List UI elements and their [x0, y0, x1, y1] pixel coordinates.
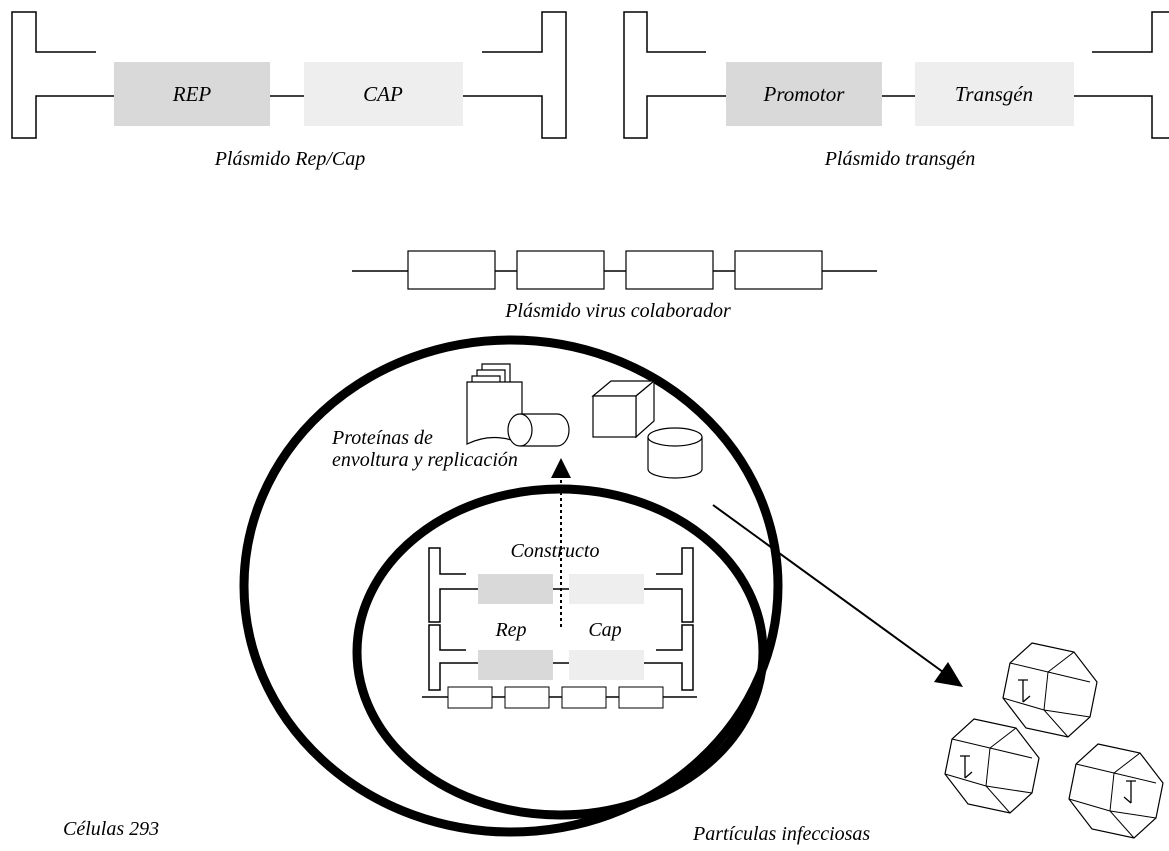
helper-gene-box — [561, 686, 607, 709]
viral-particle-icon — [944, 718, 1040, 814]
right-itr-shape — [1074, 11, 1169, 139]
left-itr-shape — [11, 11, 114, 139]
rep-gene-box — [478, 650, 553, 680]
construct-upper — [428, 547, 694, 623]
left-itr-shape — [428, 624, 478, 691]
helper-gene-box — [618, 686, 664, 709]
cap-gene-box — [569, 650, 644, 680]
rep-gene-label: REP — [172, 82, 212, 106]
cap-gene-label: CAP — [363, 82, 403, 106]
cylinder-horizontal-icon — [507, 413, 570, 447]
arrow-head-icon — [934, 662, 963, 687]
rep-label: Rep — [494, 619, 526, 641]
cells-293-label: Células 293 — [63, 818, 159, 840]
protein-shapes — [466, 363, 703, 479]
proteins-label-line2: envoltura y replicación — [332, 449, 518, 471]
stacked-sheets-icon — [466, 363, 523, 445]
rep-gene-box — [114, 62, 270, 126]
left-itr-shape — [428, 547, 478, 623]
helper-plasmid: Plásmido virus colaborador — [352, 250, 877, 322]
cap-label: Cap — [588, 619, 621, 641]
viral-particle-icon — [1068, 743, 1164, 839]
helper-gene-box — [407, 250, 496, 290]
helper-plasmid-caption: Plásmido virus colaborador — [504, 300, 731, 322]
right-itr-shape — [463, 11, 567, 139]
helper-gene-box — [504, 686, 550, 709]
cap-gene-box — [304, 62, 463, 126]
right-itr-shape — [644, 624, 694, 691]
construct-lower — [428, 624, 694, 691]
release-arrow — [712, 504, 944, 673]
promoter-gene-box — [726, 62, 882, 126]
construct-label: Constructo — [511, 540, 600, 562]
proteins-label-line1: Proteínas de — [331, 427, 433, 449]
infectious-particles-label: Partículas infecciosas — [692, 823, 870, 845]
transgene-gene-box — [915, 62, 1074, 126]
cell-membrane — [239, 335, 783, 837]
left-itr-shape — [623, 11, 726, 139]
cap-gene-box — [569, 574, 644, 604]
viral-particle-icon — [1002, 642, 1098, 738]
arrow-head-up-icon — [551, 458, 571, 478]
rep-gene-box — [478, 574, 553, 604]
repcap-plasmid-caption: Plásmido Rep/Cap — [214, 148, 366, 170]
cube-icon — [591, 379, 656, 439]
repcap-plasmid: REP CAP Plásmido Rep/Cap — [11, 11, 567, 170]
promoter-gene-label: Promotor — [763, 82, 846, 106]
helper-gene-box — [447, 686, 493, 709]
transgene-plasmid: Promotor Transgén Plásmido transgén — [623, 11, 1169, 170]
transgene-plasmid-caption: Plásmido transgén — [824, 148, 976, 170]
helper-plasmid-inner — [422, 686, 697, 709]
helper-gene-box — [516, 250, 605, 290]
helper-gene-box — [625, 250, 714, 290]
cell-nucleus — [352, 484, 768, 820]
right-itr-shape — [644, 547, 694, 623]
helper-gene-box — [734, 250, 823, 290]
transgene-gene-label: Transgén — [955, 82, 1033, 106]
cylinder-vertical-icon — [647, 427, 703, 479]
